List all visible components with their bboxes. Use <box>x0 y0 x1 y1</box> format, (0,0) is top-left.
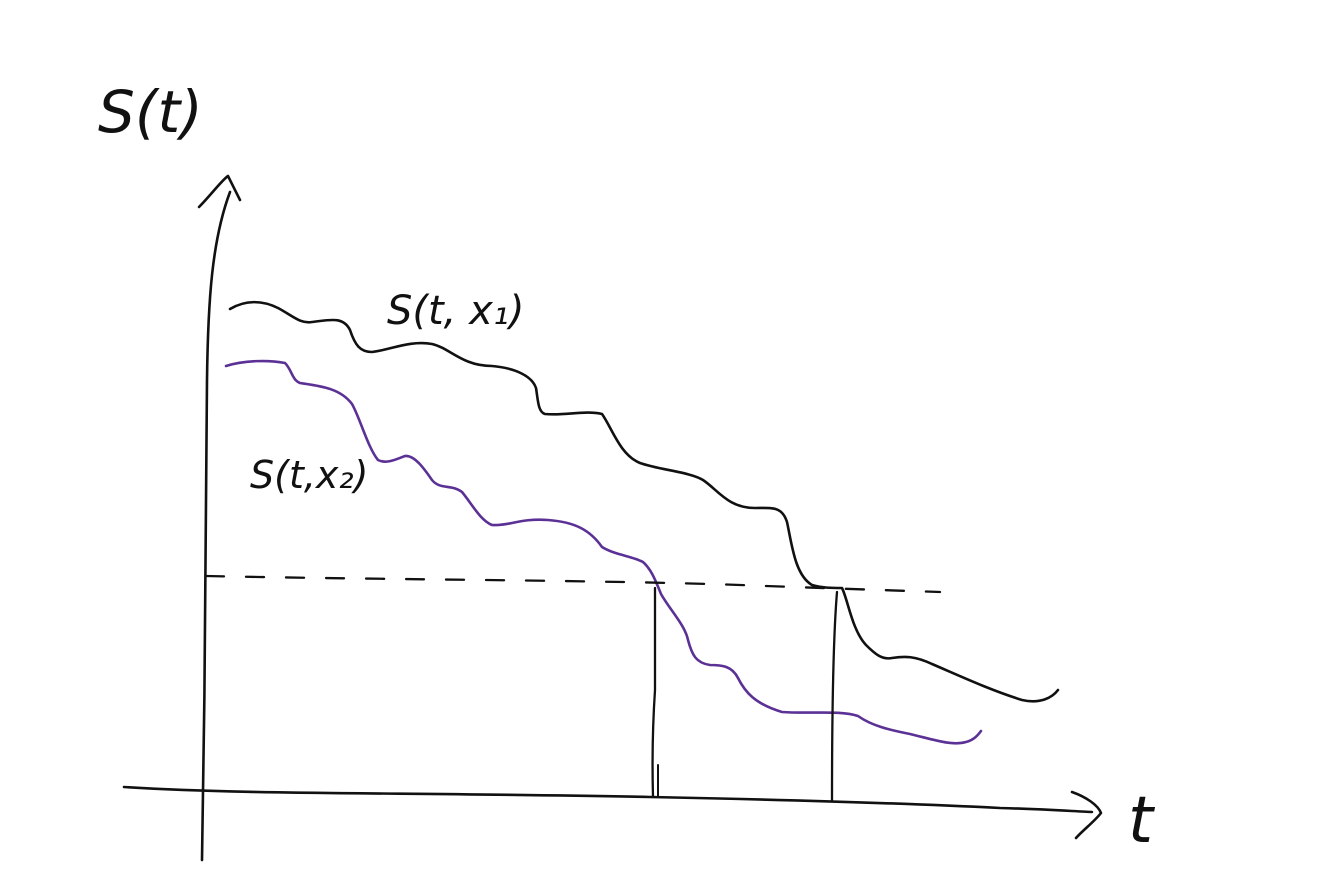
y-axis <box>200 190 232 862</box>
x-axis <box>122 785 1094 814</box>
curve-s-t-x1-label: S(t, x₁) <box>387 288 524 334</box>
curve-s-t-x1 <box>228 300 1060 703</box>
curve-s-t-x2 <box>224 359 983 745</box>
y-axis-arrowhead <box>197 174 242 209</box>
x-axis-arrowhead <box>1070 790 1103 840</box>
vertical-drop-line-1 <box>651 586 657 799</box>
dashed-threshold-line <box>204 574 942 594</box>
vertical-drop-line-2 <box>830 590 839 802</box>
x-axis-label: t <box>1128 784 1156 858</box>
y-axis-label: S(t) <box>98 78 203 146</box>
curve-s-t-x2-label: S(t,x₂) <box>250 453 368 497</box>
